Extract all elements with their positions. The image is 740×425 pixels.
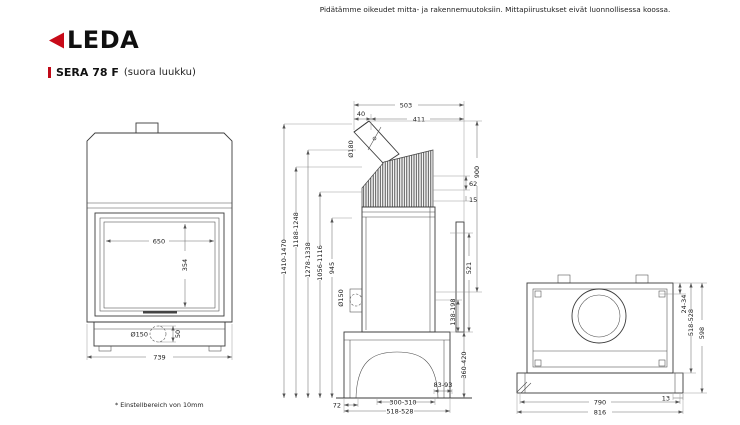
side-view [336,120,472,399]
dim-598: 598 [698,327,706,339]
rear-panel [526,282,674,374]
dim-40: 40 [357,110,365,118]
flue-outlet-outer-circle [571,288,627,344]
dim-521: 521 [465,262,473,274]
leda-logo-text: LEDA [67,26,140,54]
door-window [103,221,216,309]
dim-o150-side: Ø150 [337,289,345,307]
mount-tab-left [557,274,571,284]
dim-354: 354 [181,259,189,271]
combustion-air-inlet [349,288,363,313]
dim-411: 411 [413,115,425,123]
damper-flap [367,126,382,151]
firebox-body [361,206,436,333]
model-variant: (suora luukku) [123,67,196,78]
dim-816: 816 [594,408,606,416]
door-handle [143,311,177,314]
corner-bolt-bottom-left [534,359,542,367]
leda-logo: LEDA [48,26,139,54]
dim-945: 945 [328,262,336,274]
fireplace-hood [86,132,233,323]
rear-view [516,274,684,394]
chimney-stub [135,122,159,134]
dim-1410-1470: 1410-1470 [280,239,288,274]
corner-bolt-bottom-right [658,359,666,367]
air-outlet-circle-front [149,325,167,343]
rear-base [516,372,684,394]
dim-138-198: 138-198 [449,298,457,325]
door-frame [94,212,225,317]
dim-13: 13 [662,394,670,402]
foot-left [98,345,112,352]
dim-1188-1248: 1188-1248 [292,212,300,247]
leda-logo-triangle-icon [49,32,64,48]
door-inner-frame [99,217,220,312]
rear-dimensions: 24-34 518-528 598 13 790 816 [516,282,707,416]
dim-360-420: 360-420 [460,351,468,378]
dim-50: 50 [174,330,182,338]
dim-62: 62 [469,180,477,188]
heat-exchanger-fins [361,149,434,208]
disclaimer-text: Pidätämme oikeudet mitta- ja rakennemuut… [319,5,671,14]
footnote-text: * Einstellbereich von 10mm [115,401,204,409]
dim-518-528-side: 518-528 [386,407,413,415]
dim-83-93: 83-93 [434,381,453,389]
dim-24-34: 24-34 [680,295,688,314]
dim-503: 503 [400,101,412,109]
foot-right [208,345,222,352]
front-dimensions: 650 354 Ø150 50 739 [86,224,233,362]
ground-hatch-icon [516,381,528,393]
dim-o150-front: Ø150 [130,331,148,339]
corner-bolt-top-left [534,290,542,298]
base-arch-opening [355,351,439,399]
dim-739: 739 [153,354,165,362]
rear-panel-inner [532,288,668,368]
model-name: SERA 78 F [56,66,119,79]
dim-650: 650 [153,237,165,245]
air-inlet-circle [349,293,363,307]
flue-outlet-inner-circle [577,294,621,338]
rear-heat-shield [455,221,465,333]
dim-1056-1116: 1056-1116 [316,245,324,280]
front-view [86,122,233,352]
front-base [93,321,226,347]
dim-900: 900 [473,166,481,178]
mount-tab-right [635,274,649,284]
dim-72: 72 [333,401,341,409]
dim-300-310: 300-310 [389,398,416,406]
dim-1278-1338: 1278-1338 [304,242,312,277]
dim-o180: Ø180 [347,140,355,158]
side-dimensions: 503 40 411 Ø180 1410-1470 1188-1248 1278… [280,101,482,415]
dim-518-528-rear: 518-528 [687,309,695,336]
model-red-bar-icon [48,67,51,78]
model-title: SERA 78 F (suora luukku) [48,66,196,79]
dim-15: 15 [469,196,477,204]
dim-790: 790 [594,398,606,406]
